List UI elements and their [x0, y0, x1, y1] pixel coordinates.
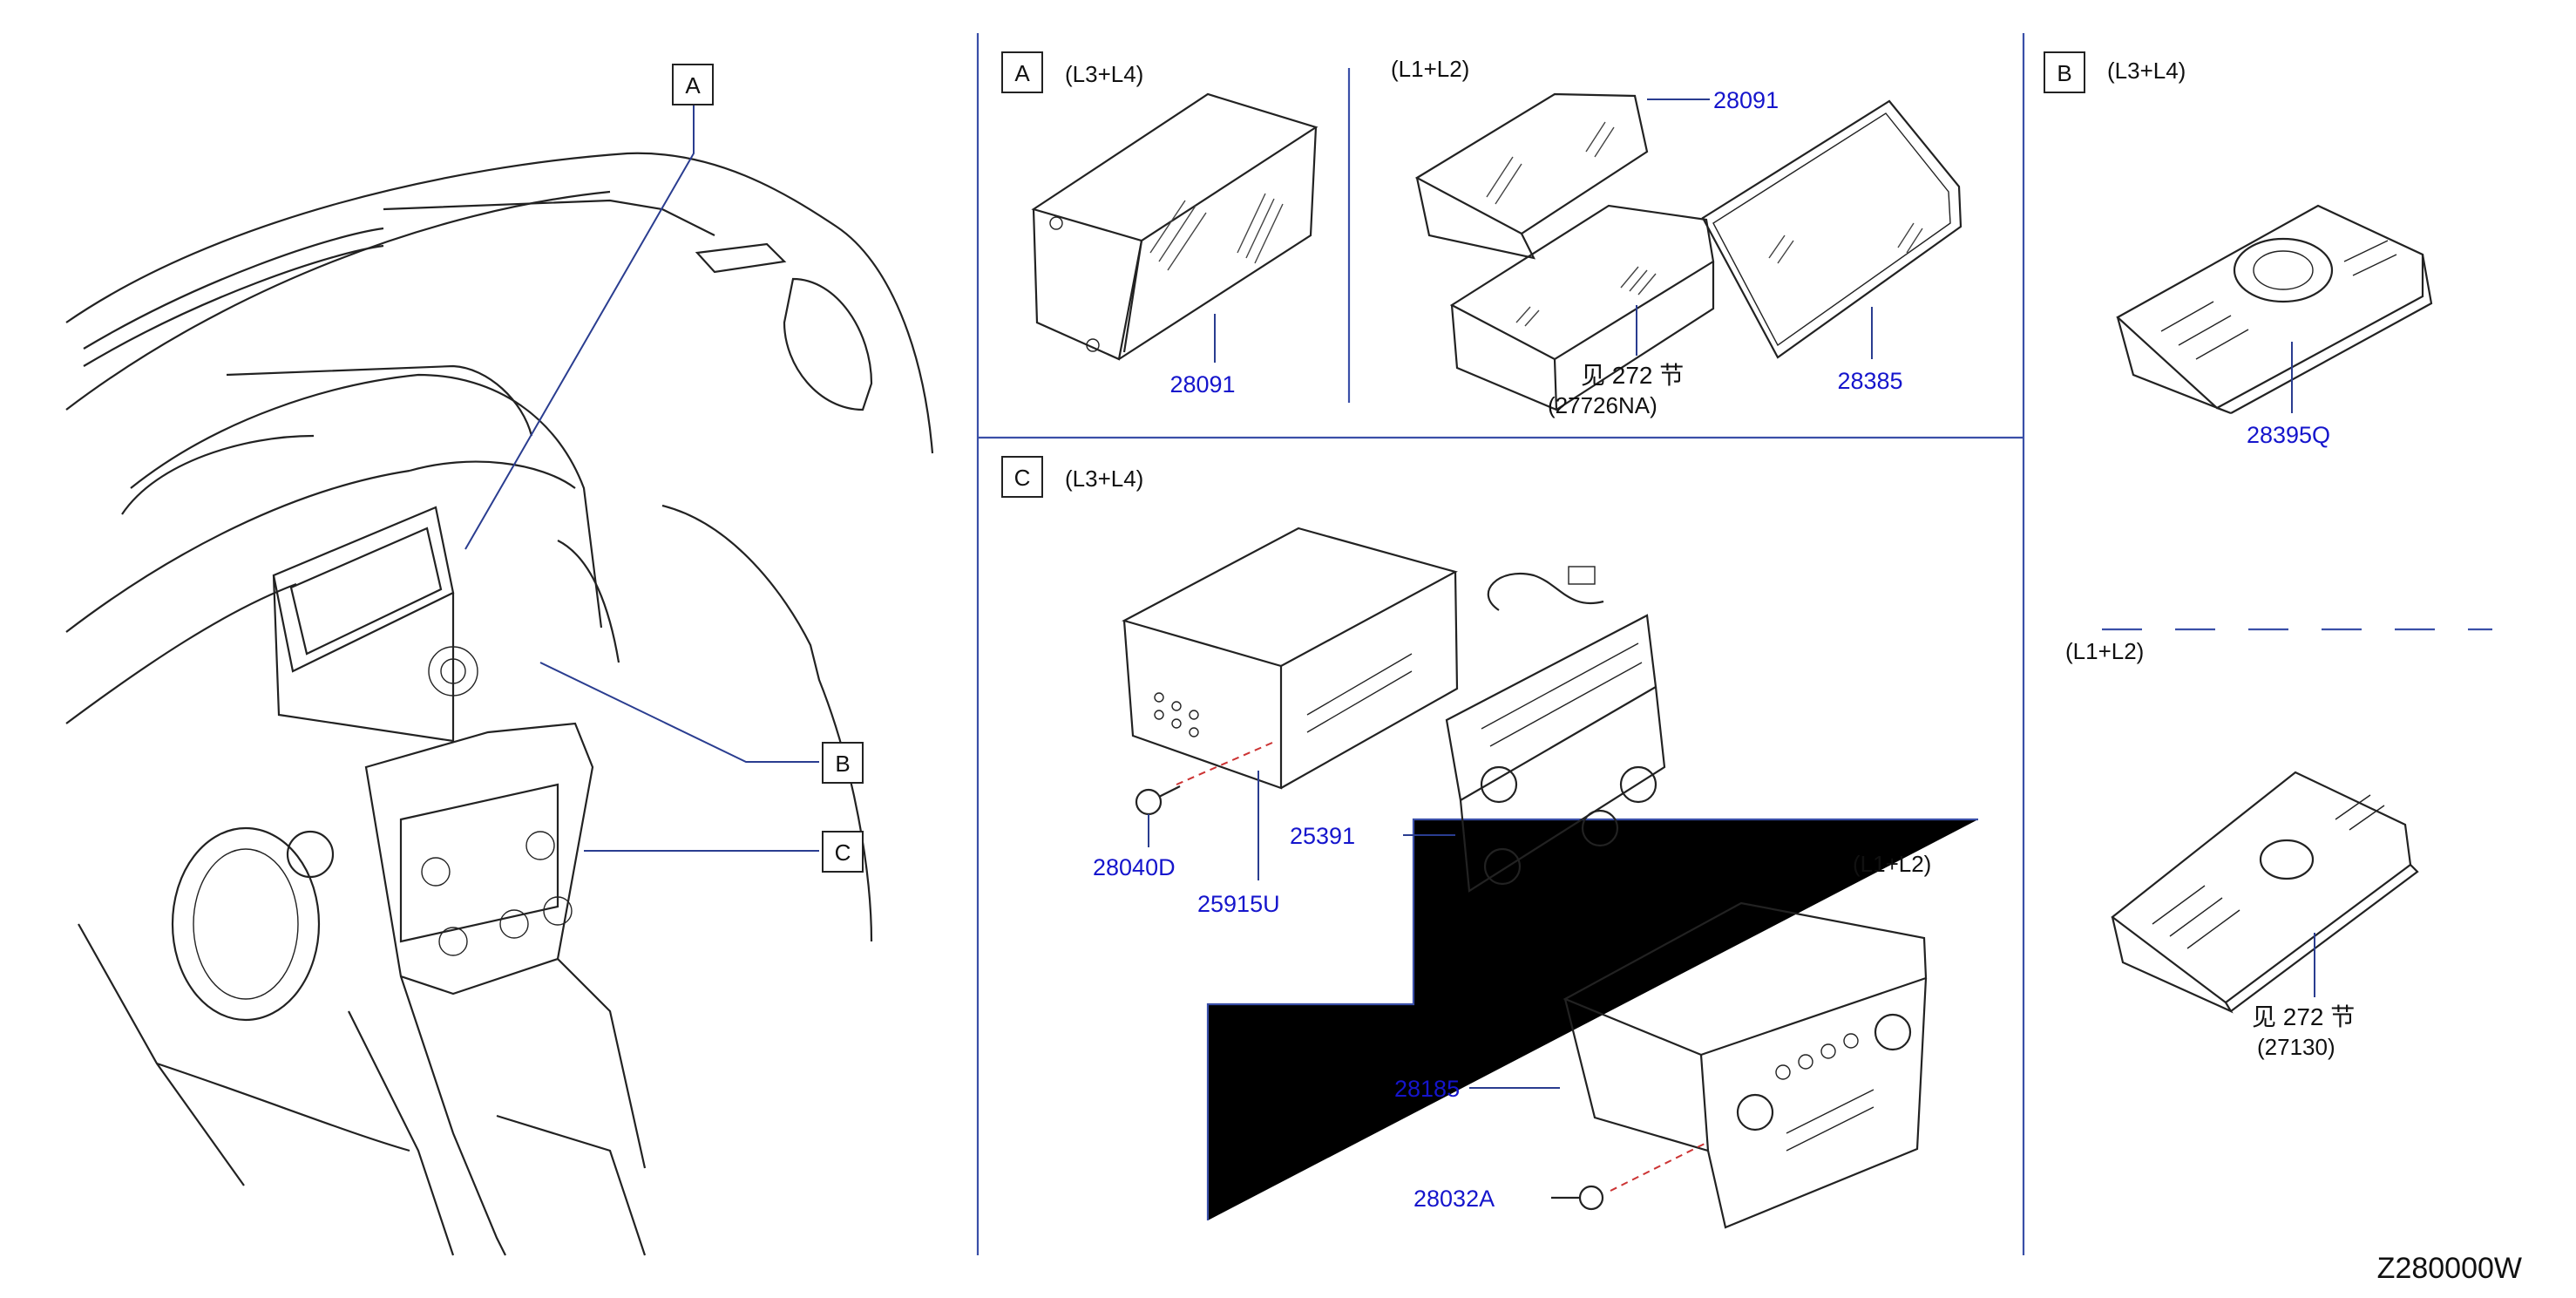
part-28091-l3l4: 28091 — [1169, 371, 1235, 398]
controller-l1l2 — [2111, 771, 2419, 1014]
part-25915U: 25915U — [1197, 891, 1280, 917]
panel-a-ref-part: (27726NA) — [1548, 392, 1657, 418]
panel-b-ref-text: 见 272 节 — [2252, 1003, 2355, 1030]
panel-a: A (L3+L4) (L1+L2) 28091 — [1001, 51, 1963, 418]
panel-a-ref-text: 见 272 节 — [1581, 362, 1684, 389]
callout-a-label: A — [685, 72, 701, 99]
panel-c-variant-top: (L3+L4) — [1065, 466, 1143, 492]
callout-b-label: B — [835, 751, 850, 777]
overview-leaders — [464, 103, 819, 852]
part-25391: 25391 — [1290, 823, 1355, 849]
screw-28032A — [1551, 1185, 1604, 1211]
av-unit-l3l4 — [1122, 527, 1459, 790]
controller-l3l4 — [2116, 204, 2433, 415]
panel-a-box-label: A — [1014, 60, 1030, 86]
control-panel-25391 — [1445, 566, 1666, 893]
part-28395Q: 28395Q — [2247, 422, 2330, 448]
panel-dividers — [976, 33, 2492, 1255]
panel-b-variant-bottom: (L1+L2) — [2065, 638, 2144, 664]
display-l3l4 — [1031, 92, 1319, 363]
av-unit-l1l2 — [1563, 901, 1928, 1229]
callout-b: B — [822, 742, 864, 784]
part-28091-l1l2: 28091 — [1713, 87, 1779, 113]
part-28185: 28185 — [1394, 1076, 1460, 1102]
display-l1l2 — [1414, 92, 1715, 411]
part-28040D: 28040D — [1093, 854, 1176, 880]
callout-c-label: C — [835, 839, 851, 866]
callout-c: C — [822, 831, 864, 873]
panel-b-variant-top: (L3+L4) — [2107, 58, 2186, 84]
part-28385: 28385 — [1837, 368, 1902, 394]
part-28032A: 28032A — [1413, 1186, 1495, 1212]
panel-c-variant-bottom: (L1+L2) — [1853, 851, 1931, 877]
diagram-id: Z280000W — [2377, 1252, 2522, 1285]
panel-b-ref-part: (27130) — [2257, 1034, 2335, 1060]
screw-28040D — [1135, 785, 1181, 816]
panel-c: C (L3+L4) 28040D 25915U — [1001, 456, 1931, 1229]
cover-panel — [1701, 99, 1963, 359]
panel-b: B (L3+L4) 28395Q (L1+L2) 见 272 节 (27130) — [2044, 51, 2433, 1060]
callout-a: A — [672, 64, 714, 105]
panel-b-box-label: B — [2057, 60, 2071, 86]
panel-c-box-label: C — [1014, 465, 1031, 491]
dashboard-illustration — [65, 152, 934, 1256]
panel-a-variant-right: (L1+L2) — [1391, 56, 1469, 82]
panel-a-variant-left: (L3+L4) — [1065, 61, 1143, 87]
